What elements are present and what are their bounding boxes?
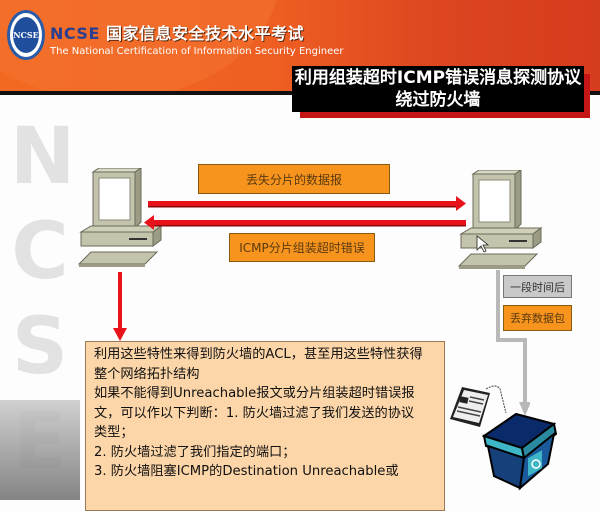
slide-title: 利用组装超时ICMP错误消息探测协议 绕过防火墙 [292,66,584,112]
brand-cn: 国家信息安全技术水平考试 [105,24,304,43]
explanation-line: 类型； [94,425,134,440]
explanation-line: 利用这些特性来得到防火墙的ACL，甚至用这些特性获得 [94,347,423,362]
logo-text: NCSE [13,17,39,53]
explanation-line: 如果不能得到Unreachable报文或分片组装超时错误报 [94,386,415,401]
explanation-line: 整个网络拓扑结构 [94,366,200,382]
brand-title: NCSE 国家信息安全技术水平考试 [50,20,344,44]
document-icon [450,385,507,427]
explanation-box: 利用这些特性来得到防火墙的ACL，甚至用这些特性获得 整个网络拓扑结构 如果不能… [85,341,445,511]
explanation-line: 2. 防火墙过滤了我们指定的端口； [94,444,296,460]
icmp-error-label: ICMP分片组装超时错误 [229,233,375,262]
explanation-line: 3. 防火墙阻塞ICMP的Destination Unreachable或 [94,464,399,479]
packet-arrows [144,196,466,230]
brand-en: The National Certification of Informatio… [50,46,344,57]
forward-arrow-icon [148,196,466,211]
ncse-logo: NCSE [7,10,45,60]
recycle-bin-icon [481,412,558,491]
explanation-line: 文，可以作以下判断：1. 防火墙过滤了我们发送的协议 [94,405,415,421]
wait-label: 一段时间后 [503,275,572,298]
mouse-cursor-icon [476,235,490,253]
slide-title-line1: 利用组装超时ICMP错误消息探测协议 [294,68,582,88]
down-arrow-icon [113,272,127,341]
drop-packet-label: 丢弃数据包 [503,305,572,331]
brand: NCSE 国家信息安全技术水平考试 The National Certifica… [50,20,344,57]
reverse-arrow-icon [144,215,466,230]
source-computer-icon [77,168,163,267]
target-computer-icon [457,170,543,269]
slide-title-line2: 绕过防火墙 [395,90,481,110]
brand-short: NCSE [50,24,100,43]
gray-flow-line [496,270,530,416]
watermark-photo [0,400,80,500]
forward-packet-label: 丢失分片的数据报 [198,164,390,194]
